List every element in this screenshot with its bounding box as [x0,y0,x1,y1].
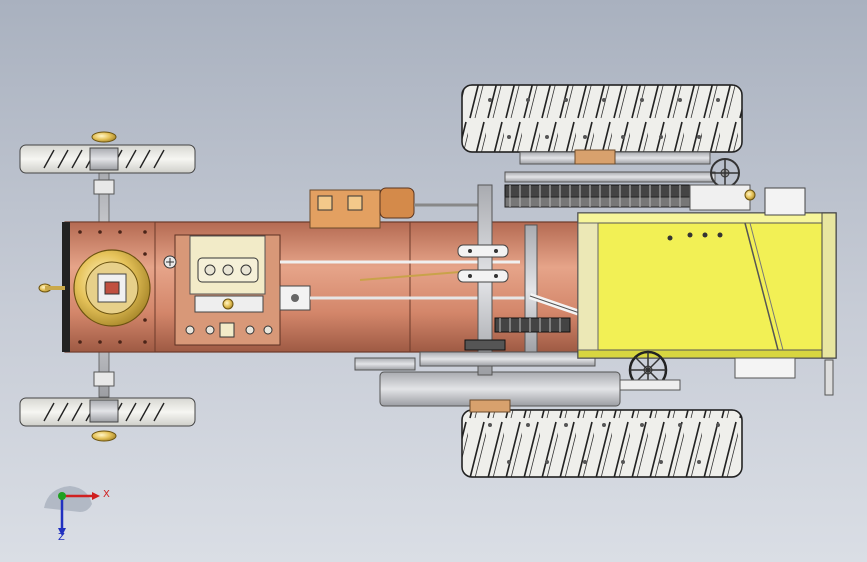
steering-handwheel-top[interactable] [689,158,756,211]
rear-hub-bottom[interactable] [379,371,621,413]
x-axis-label: X [103,489,110,500]
pressure-gauge[interactable] [163,255,177,269]
front-wheel-bottom[interactable] [19,397,196,427]
crankshaft[interactable] [457,184,538,376]
orientation-triad: X Z [40,478,120,548]
cylinder-block[interactable] [174,234,281,346]
rear-hub-top[interactable] [519,149,711,165]
y-axis-dot [58,492,66,500]
boiler-barrel[interactable] [64,221,586,353]
water-tank[interactable] [734,187,834,396]
crosshead-guide[interactable] [279,260,540,311]
front-wheel-top[interactable] [19,144,196,174]
firebox-bunker[interactable] [577,212,837,359]
z-axis-label: Z [58,532,65,543]
gear-train-top[interactable] [504,171,716,208]
smokebox-door[interactable] [38,222,151,352]
rear-wheel-bottom[interactable] [461,409,743,478]
triad-graphic [44,486,100,536]
gear-train-bottom[interactable] [354,317,596,371]
regulator-block[interactable] [309,187,480,229]
steering-handwheel[interactable] [619,350,681,391]
rear-wheel-top[interactable] [461,84,743,153]
